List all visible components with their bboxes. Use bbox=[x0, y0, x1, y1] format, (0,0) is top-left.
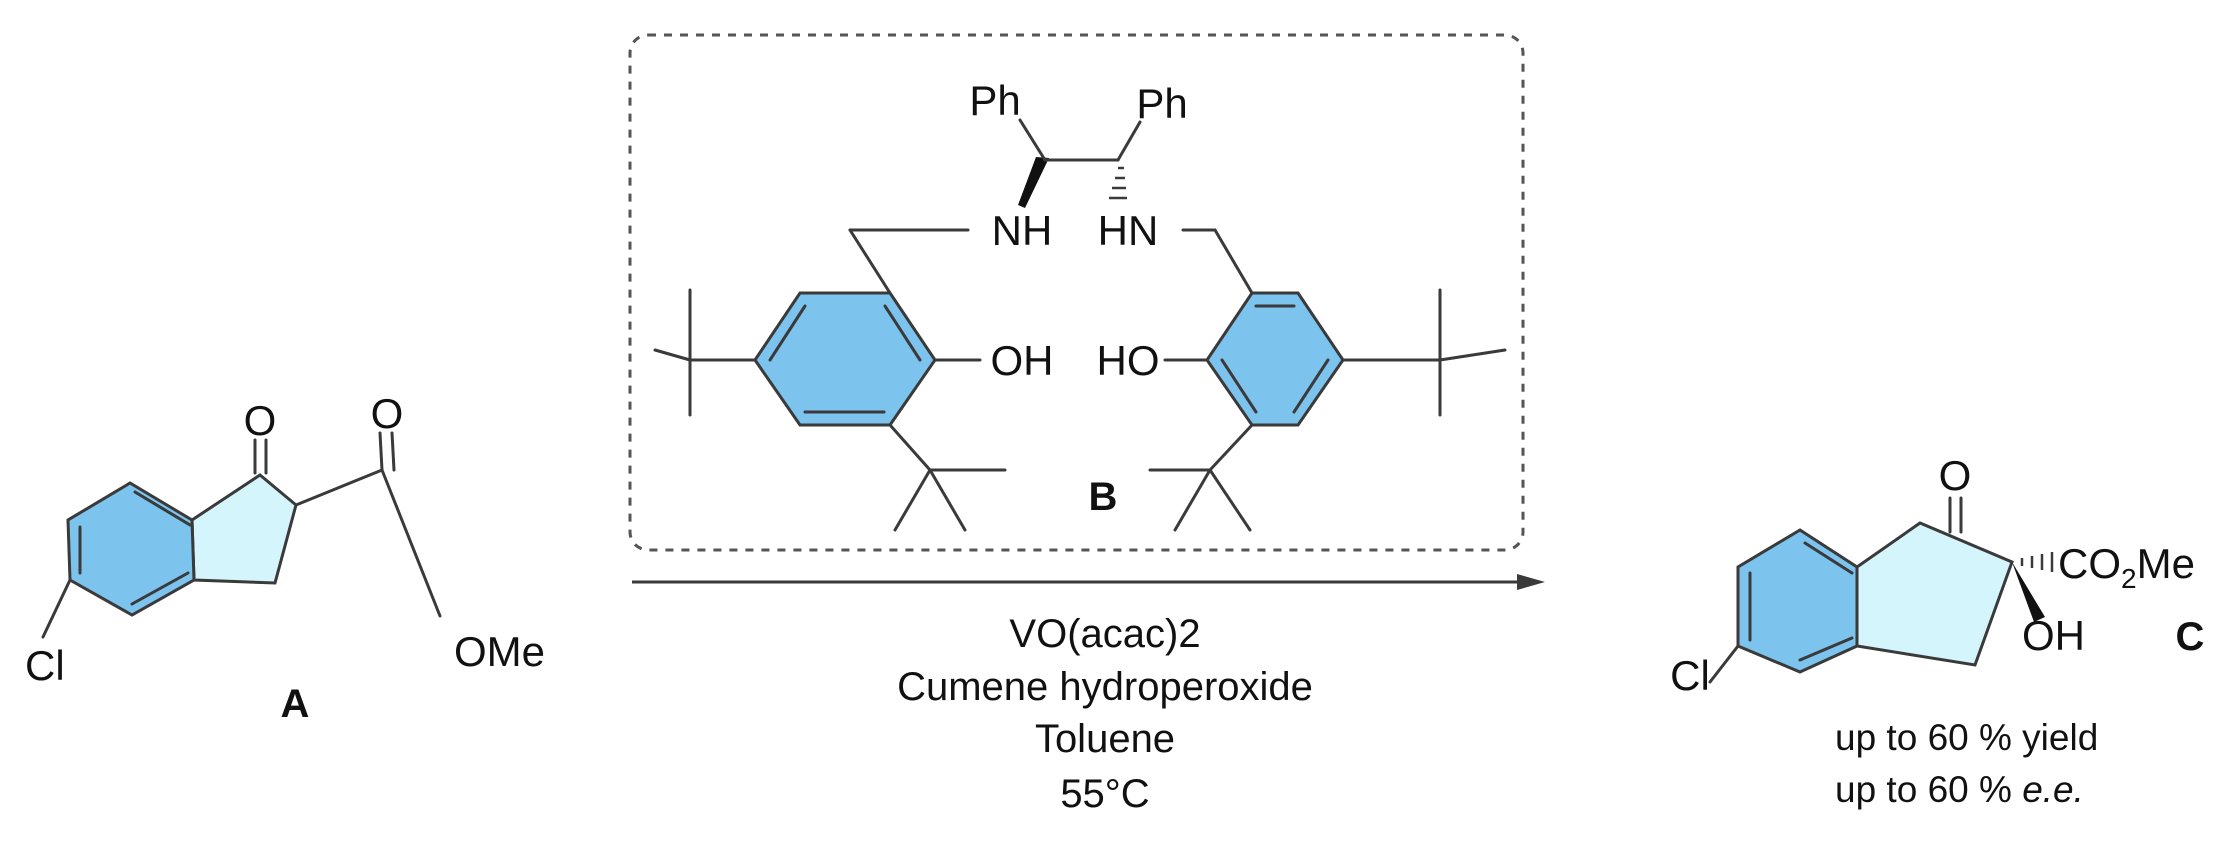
tbu-bond bbox=[888, 423, 932, 472]
cl-bond bbox=[1708, 644, 1740, 684]
wedge-bond bbox=[1018, 157, 1049, 208]
benzene-ring-a bbox=[66, 481, 196, 617]
ring-inner-bond bbox=[883, 304, 922, 362]
cl-bond bbox=[41, 578, 72, 639]
ligand-b: Ph Ph NH HN OH HO B bbox=[653, 77, 1507, 532]
ee-text: up to 60 % e.e. bbox=[1835, 769, 2084, 810]
oxygen-label: O bbox=[371, 390, 404, 437]
condition-temperature: 55°C bbox=[1060, 772, 1149, 816]
tbu-bond bbox=[653, 348, 692, 362]
methoxy-label: OMe bbox=[454, 628, 545, 675]
ring-inner-bond bbox=[1292, 358, 1330, 414]
wedge-bond bbox=[2012, 562, 2045, 622]
condition-oxidant: Cumene hydroperoxide bbox=[897, 665, 1313, 709]
hydroxyl-label: OH bbox=[2022, 612, 2085, 659]
condition-catalyst: VO(acac)2 bbox=[1009, 612, 1200, 656]
tbu-bond bbox=[1173, 468, 1212, 532]
cyclopentanone-ring-c bbox=[1855, 521, 2014, 667]
ligand-box bbox=[628, 33, 1525, 552]
benzene-ring-left bbox=[753, 291, 937, 427]
chlorine-label: Cl bbox=[25, 642, 65, 689]
chlorine-label: Cl bbox=[1670, 652, 1710, 699]
phenyl-label: Ph bbox=[1136, 80, 1187, 127]
yield-text: up to 60 % yield bbox=[1835, 717, 2098, 758]
hydroxyl-label: HO bbox=[1097, 337, 1160, 384]
reaction-conditions: VO(acac)2 Cumene hydroperoxide Toluene 5… bbox=[897, 612, 1313, 816]
amine-label: NH bbox=[992, 207, 1053, 254]
result-summary: up to 60 % yield up to 60 % e.e. bbox=[1835, 717, 2098, 810]
benzene-ring-right bbox=[1205, 291, 1345, 427]
phenyl-label: Ph bbox=[969, 77, 1020, 124]
amine-label: HN bbox=[1098, 207, 1159, 254]
compound-a: O O OMe Cl A bbox=[25, 390, 545, 726]
ring-inner-bond bbox=[1798, 636, 1854, 662]
compound-label-a: A bbox=[281, 682, 310, 726]
oxygen-label: O bbox=[244, 397, 277, 444]
ester-o-bond bbox=[380, 468, 442, 618]
ph-bond bbox=[1116, 120, 1142, 162]
tbu-bond bbox=[928, 468, 967, 532]
hydroxyl-label: OH bbox=[991, 337, 1054, 384]
ester-bond bbox=[294, 468, 384, 507]
ring-inner-bond bbox=[768, 304, 807, 362]
compound-c: O CO2Me OH Cl C bbox=[1670, 452, 2204, 699]
compound-label-b: B bbox=[1089, 475, 1118, 519]
tbu-bond bbox=[1208, 423, 1254, 472]
reaction-arrow bbox=[632, 574, 1545, 590]
cyclopentanone-ring-a bbox=[190, 473, 298, 585]
ring-inner-bond bbox=[1803, 541, 1854, 575]
tbu-bond bbox=[893, 468, 932, 532]
ring-inner-bond bbox=[133, 490, 192, 527]
ph-bond bbox=[1018, 118, 1047, 162]
benzyl-bond bbox=[848, 228, 892, 295]
tbu-bond bbox=[1208, 468, 1252, 532]
oxygen-label: O bbox=[1939, 452, 1972, 499]
benzene-ring-c bbox=[1736, 528, 1859, 674]
arrow-head bbox=[1517, 574, 1545, 590]
ester-carbonyl-bond bbox=[378, 431, 384, 472]
ring-inner-bond bbox=[130, 571, 190, 606]
benzyl-bond bbox=[1213, 228, 1254, 295]
ring-inner-bond bbox=[1220, 358, 1258, 414]
ester-label: CO2Me bbox=[2058, 540, 2195, 594]
compound-label-c: C bbox=[2176, 615, 2205, 659]
tbu-bond bbox=[1438, 348, 1507, 362]
ester-carbonyl-bond bbox=[390, 431, 396, 472]
condition-solvent: Toluene bbox=[1035, 717, 1175, 761]
